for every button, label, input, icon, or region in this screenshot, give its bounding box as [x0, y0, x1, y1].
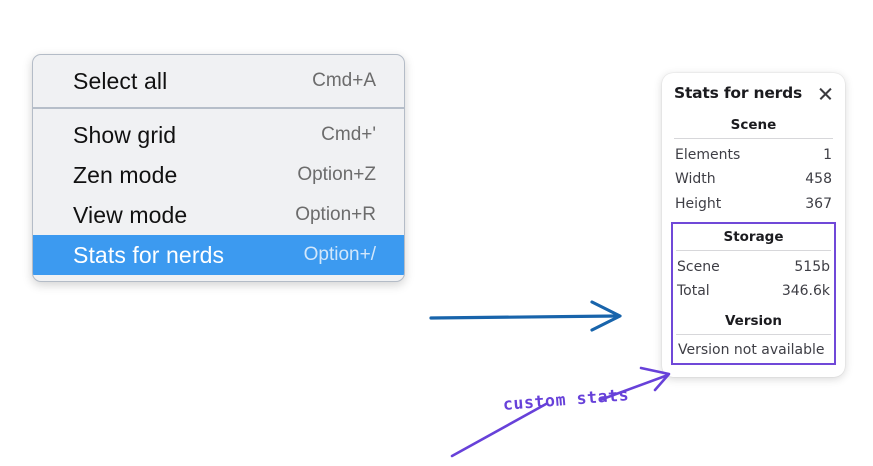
stat-row: Scene 515b	[673, 255, 834, 279]
menu-item-select-all[interactable]: Select all Cmd+A	[33, 61, 404, 101]
purple-arrow-icon	[598, 366, 671, 402]
stats-panel-header: Stats for nerds	[671, 84, 836, 102]
menu-item-label: View mode	[73, 201, 188, 228]
version-divider	[676, 334, 831, 336]
menu-group-1: Select all Cmd+A	[33, 55, 404, 107]
storage-section-heading: Storage	[723, 228, 784, 245]
stat-row: Width 458	[671, 167, 836, 191]
menu-item-shortcut: Cmd+A	[312, 70, 376, 91]
menu-item-label: Zen mode	[73, 161, 178, 188]
stat-row: Total 346.6k	[673, 279, 834, 303]
menu-item-label: Stats for nerds	[73, 241, 225, 268]
menu-item-zen-mode[interactable]: Zen mode Option+Z	[33, 155, 404, 195]
stat-key: Scene	[677, 258, 720, 275]
stat-row: Height 367	[671, 192, 836, 216]
menu-item-stats-for-nerds[interactable]: Stats for nerds Option+/	[33, 235, 404, 275]
stat-key: Elements	[675, 147, 741, 163]
stat-row: Elements 1	[671, 143, 836, 167]
stats-panel-title: Stats for nerds	[674, 84, 803, 102]
menu-item-view-mode[interactable]: View mode Option+R	[33, 195, 404, 235]
stat-key: Width	[675, 171, 716, 188]
custom-stats-highlight-box: Storage Scene 515b Total 346.6k Version …	[671, 221, 836, 366]
stat-key: Height	[675, 195, 722, 212]
menu-item-label: Show grid	[73, 121, 177, 148]
menu-item-shortcut: Cmd+'	[321, 124, 376, 145]
storage-divider	[676, 249, 831, 251]
stat-value: 367	[805, 195, 832, 212]
menu-group-2: Show grid Cmd+' Zen mode Option+Z View m…	[33, 107, 404, 281]
stat-value: 1	[823, 147, 832, 163]
stat-value: 458	[805, 171, 832, 188]
version-text: Version not available	[678, 342, 825, 359]
menu-item-shortcut: Option+/	[303, 244, 376, 265]
stat-key: Total	[677, 283, 710, 300]
menu-item-label: Select all	[73, 67, 168, 94]
scene-section: Scene Elements 1 Width 458 Height 367	[671, 116, 836, 216]
version-section: Version Version not available	[673, 310, 834, 359]
stat-value: 346.6k	[781, 283, 830, 300]
section-gap	[673, 303, 834, 310]
scene-section-heading: Scene	[730, 117, 777, 133]
close-icon[interactable]	[817, 85, 834, 102]
menu-item-shortcut: Option+R	[295, 204, 376, 225]
purple-underline-stroke	[450, 402, 548, 458]
context-menu[interactable]: Select all Cmd+A Show grid Cmd+' Zen mod…	[32, 54, 405, 282]
menu-item-shortcut: Option+Z	[297, 164, 376, 185]
storage-section: Storage Scene 515b Total 346.6k	[673, 226, 834, 304]
stat-value: 515b	[794, 258, 830, 275]
blue-arrow-icon	[429, 300, 622, 332]
custom-stats-annotation-label: custom stats	[502, 385, 630, 414]
version-section-heading: Version	[724, 313, 783, 330]
stats-for-nerds-panel: Stats for nerds Scene Elements 1 Width 4…	[662, 73, 845, 378]
menu-item-show-grid[interactable]: Show grid Cmd+'	[33, 115, 404, 155]
scene-divider	[674, 138, 833, 139]
